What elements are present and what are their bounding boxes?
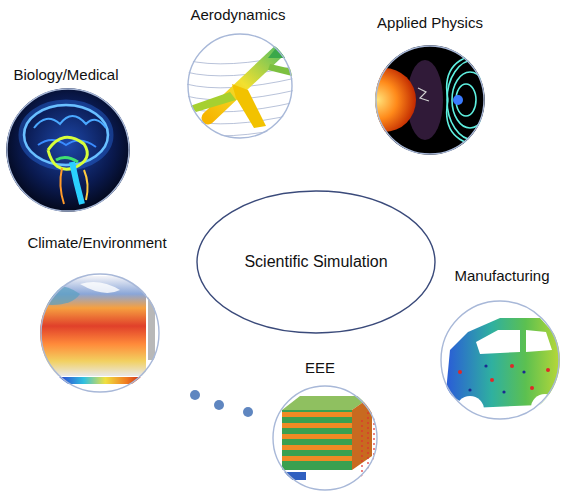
outline-shape — [441, 301, 559, 419]
outline-shape — [273, 386, 377, 490]
topic-label: Aerodynamics — [190, 6, 285, 24]
circle-outline — [375, 45, 485, 155]
circle-outline — [40, 273, 160, 393]
topic-circle: Aerodynamics — [187, 33, 293, 139]
circle-outline — [272, 385, 378, 491]
chip-illustration — [272, 385, 378, 491]
topic-circle: EEE — [272, 385, 378, 491]
topic-label: EEE — [305, 359, 335, 377]
circle-outline — [440, 300, 560, 420]
brain-illustration — [6, 88, 130, 212]
topic-circle: Manufacturing — [440, 300, 560, 420]
circle-outline — [187, 33, 293, 139]
topic-circle: Biology/Medical — [6, 88, 130, 212]
topic-circle: Climate/Environment — [40, 273, 160, 393]
topic-circle: Applied Physics — [375, 45, 485, 155]
topic-label: Applied Physics — [377, 14, 483, 32]
aircraft-illustration — [186, 33, 296, 139]
outline-shape — [197, 191, 435, 333]
hub-ellipse: Scientific Simulation — [196, 190, 436, 334]
outline-shape — [188, 34, 292, 138]
car-frame-illustration — [440, 300, 560, 424]
circle-outline — [6, 88, 130, 212]
outline-shape — [41, 274, 159, 392]
hub-title: Scientific Simulation — [244, 252, 387, 272]
ellipsis-dots — [190, 390, 253, 417]
topic-label: Biology/Medical — [13, 66, 118, 84]
magnetosphere-illustration — [352, 45, 501, 155]
outline-shape — [376, 46, 484, 154]
topic-label: Climate/Environment — [27, 234, 166, 252]
climate-map-illustration — [38, 273, 160, 393]
topic-label: Manufacturing — [454, 267, 549, 285]
outline-shape — [7, 89, 129, 211]
